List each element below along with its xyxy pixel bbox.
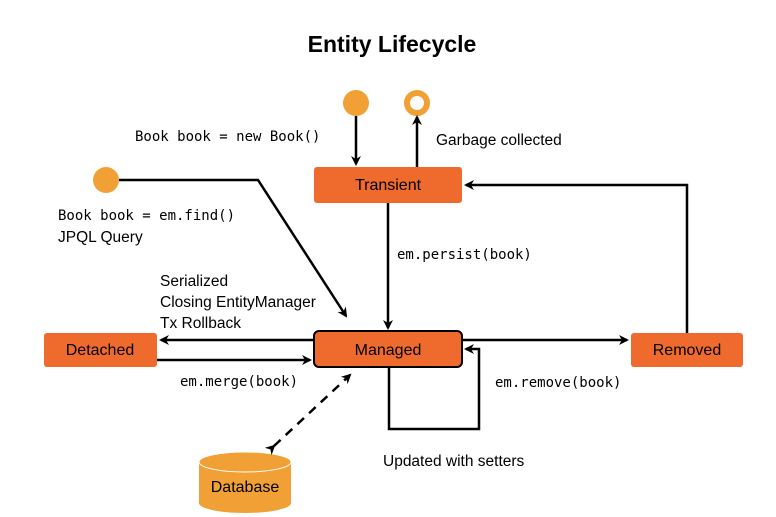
label-find: Book book = em.find() (58, 208, 235, 224)
label-garbage-collected: Garbage collected (436, 132, 562, 149)
arrow-database-sync (264, 373, 352, 456)
label-serialized: Serialized (160, 273, 228, 290)
database-cylinder: Database (198, 451, 292, 513)
database-body (199, 462, 291, 513)
label-remove: em.remove(book) (495, 375, 621, 391)
diagram-title: Entity Lifecycle (308, 31, 477, 57)
label-merge: em.merge(book) (180, 374, 298, 390)
state-removed: Removed (631, 333, 743, 367)
find-initial-node (93, 167, 119, 193)
state-detached: Detached (44, 333, 157, 367)
final-node (404, 90, 430, 116)
transient-label: Transient (355, 177, 422, 194)
removed-box (631, 333, 743, 367)
database-top (198, 451, 292, 473)
detached-box (44, 333, 157, 367)
database-label: Database (211, 479, 280, 496)
state-transient: Transient (314, 167, 462, 203)
initial-node (343, 90, 369, 116)
managed-label: Managed (355, 342, 422, 359)
label-persist: em.persist(book) (397, 247, 532, 263)
label-closing-entitymanager: Closing EntityManager (160, 294, 316, 311)
state-managed: Managed (313, 330, 463, 368)
detached-label: Detached (66, 342, 135, 359)
arrow-self-update (387, 344, 481, 431)
label-updated-with-setters: Updated with setters (383, 453, 525, 470)
transient-box (314, 167, 462, 203)
arrow-find-to-managed (119, 178, 348, 318)
label-tx-rollback: Tx Rollback (160, 315, 241, 332)
removed-label: Removed (653, 342, 721, 359)
label-jpql: JPQL Query (58, 229, 143, 246)
arrow-removed-to-transient (464, 180, 689, 333)
label-new-book: Book book = new Book() (135, 129, 320, 145)
